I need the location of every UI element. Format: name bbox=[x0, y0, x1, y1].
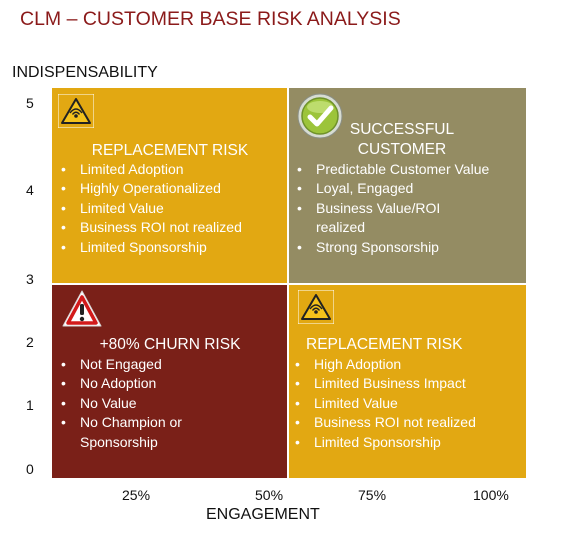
list-item: Loyal, Engaged bbox=[294, 179, 489, 199]
list-item: Business Value/ROI bbox=[294, 199, 489, 219]
continuation-text: Sponsorship bbox=[80, 433, 158, 450]
list-item: Not Engaged bbox=[58, 355, 182, 375]
list-item: High Adoption bbox=[292, 355, 476, 375]
quadrant-churn-risk: +80% CHURN RISK Not Engaged No Adoption … bbox=[52, 284, 288, 478]
list-item: No Adoption bbox=[58, 374, 182, 394]
x-tick-50: 50% bbox=[255, 487, 284, 503]
quadrant-heading-line1: SUCCESSFUL bbox=[349, 121, 455, 138]
list-item: Predictable Customer Value bbox=[294, 160, 489, 180]
y-tick-5: 5 bbox=[26, 95, 34, 111]
x-tick-75: 75% bbox=[358, 487, 387, 503]
list-item: Business ROI not realized bbox=[292, 413, 476, 433]
wireless-warning-icon bbox=[58, 94, 94, 128]
list-item: Limited Adoption bbox=[58, 160, 242, 180]
quadrant-item-list: High Adoption Limited Business Impact Li… bbox=[292, 355, 476, 452]
list-item: Strong Sponsorship bbox=[294, 238, 489, 258]
y-tick-3: 3 bbox=[26, 271, 34, 287]
list-item: No Champion or bbox=[58, 413, 182, 433]
quadrant-item-list: Predictable Customer Value Loyal, Engage… bbox=[294, 160, 489, 257]
quadrant-replacement-risk-bottom: REPLACEMENT RISK High Adoption Limited B… bbox=[288, 284, 526, 478]
continuation-text: realized bbox=[316, 219, 366, 236]
list-item: Business ROI not realized bbox=[58, 218, 242, 238]
quadrant-item-list: Limited Adoption Highly Operationalized … bbox=[58, 160, 242, 257]
x-axis-label: ENGAGEMENT bbox=[206, 506, 320, 523]
y-axis-label: INDISPENSABILITY bbox=[12, 64, 158, 81]
list-item: Limited Sponsorship bbox=[292, 433, 476, 453]
list-item: Highly Operationalized bbox=[58, 179, 242, 199]
horizontal-divider bbox=[52, 283, 526, 285]
y-tick-2: 2 bbox=[26, 334, 34, 350]
quadrant-heading: REPLACEMENT RISK bbox=[306, 336, 463, 353]
x-tick-100: 100% bbox=[473, 487, 509, 503]
y-tick-0: 0 bbox=[26, 461, 34, 477]
x-tick-25: 25% bbox=[122, 487, 151, 503]
quadrant-heading: +80% CHURN RISK bbox=[99, 336, 241, 353]
checkmark-icon bbox=[297, 93, 343, 139]
list-item-continuation: Sponsorship bbox=[58, 433, 182, 452]
list-item: Limited Value bbox=[58, 199, 242, 219]
wireless-warning-icon bbox=[298, 290, 334, 324]
quadrant-item-list: Not Engaged No Adoption No Value No Cham… bbox=[58, 355, 182, 452]
list-item: No Value bbox=[58, 394, 182, 414]
quadrant-heading-line2: CUSTOMER bbox=[357, 141, 447, 158]
page-title: CLM – CUSTOMER BASE RISK ANALYSIS bbox=[20, 8, 401, 30]
list-item: Limited Value bbox=[292, 394, 476, 414]
quadrant-heading: REPLACEMENT RISK bbox=[91, 142, 249, 159]
quadrant-replacement-risk-top: REPLACEMENT RISK Limited Adoption Highly… bbox=[52, 88, 288, 284]
exclamation-warning-icon bbox=[62, 290, 102, 327]
list-item: Limited Business Impact bbox=[292, 374, 476, 394]
y-tick-4: 4 bbox=[26, 182, 34, 198]
list-item: Limited Sponsorship bbox=[58, 238, 242, 258]
list-item-continuation: realized bbox=[294, 218, 489, 237]
y-tick-1: 1 bbox=[26, 397, 34, 413]
quadrant-successful-customer: SUCCESSFUL CUSTOMER Predictable Customer… bbox=[288, 88, 526, 284]
